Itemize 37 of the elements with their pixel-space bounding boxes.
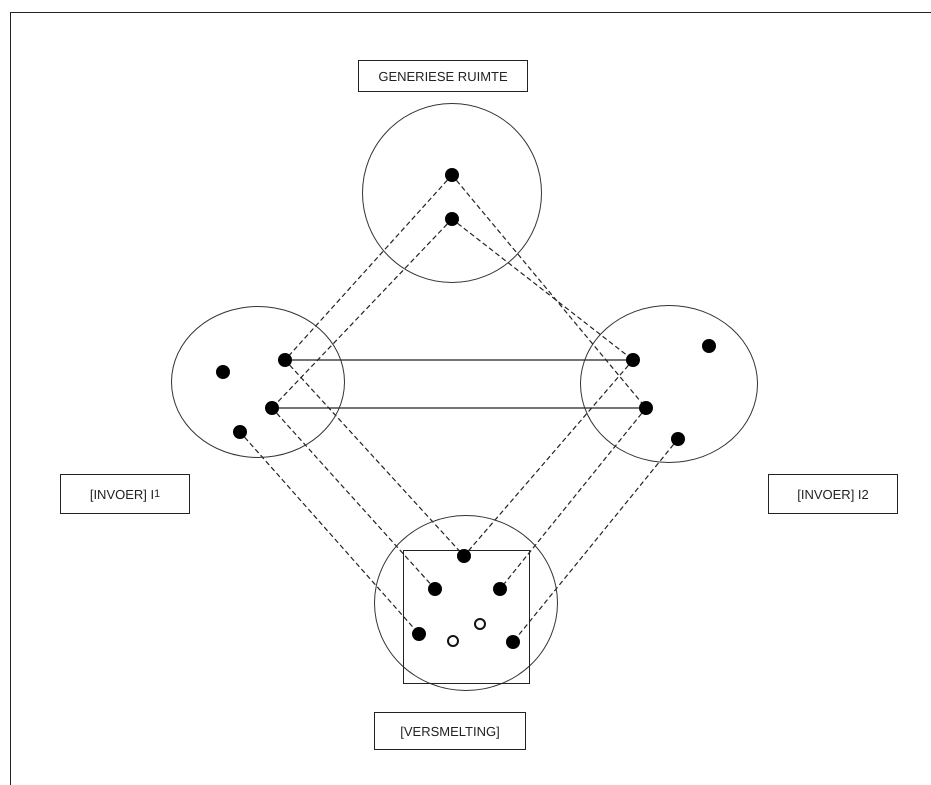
point-dot (233, 425, 247, 439)
dashed-connector (289, 364, 460, 552)
mental-space-circle (171, 306, 345, 458)
dashed-connector (468, 364, 629, 552)
dashed-connector (456, 180, 642, 403)
point-dot (412, 627, 426, 641)
dashed-connector (276, 224, 448, 404)
space-label: GENERIESE RUIMTE (358, 60, 528, 92)
connector-line (292, 359, 626, 361)
point-dot (506, 635, 520, 649)
point-dot (445, 212, 459, 226)
point-dot (639, 401, 653, 415)
open-point (474, 618, 486, 630)
point-dot (702, 339, 716, 353)
point-dot (671, 432, 685, 446)
dashed-connector (457, 222, 628, 356)
dashed-connector (244, 436, 415, 630)
space-label: [VERSMELTING] (374, 712, 526, 750)
dashed-connector (516, 444, 674, 637)
connector-line (279, 407, 639, 409)
open-point (447, 635, 459, 647)
dashed-connector (276, 412, 431, 584)
mental-space-circle (374, 515, 558, 691)
blend-frame (402, 550, 530, 684)
point-dot (493, 582, 507, 596)
space-label: [INVOER] I2 (768, 474, 898, 514)
point-dot (278, 353, 292, 367)
point-dot (265, 401, 279, 415)
point-dot (457, 549, 471, 563)
mental-space-circle (362, 103, 542, 283)
point-dot (445, 168, 459, 182)
dashed-connector (289, 180, 448, 356)
mental-space-circle (580, 305, 758, 463)
dashed-connector (504, 413, 642, 584)
point-dot (216, 365, 230, 379)
point-dot (428, 582, 442, 596)
point-dot (626, 353, 640, 367)
